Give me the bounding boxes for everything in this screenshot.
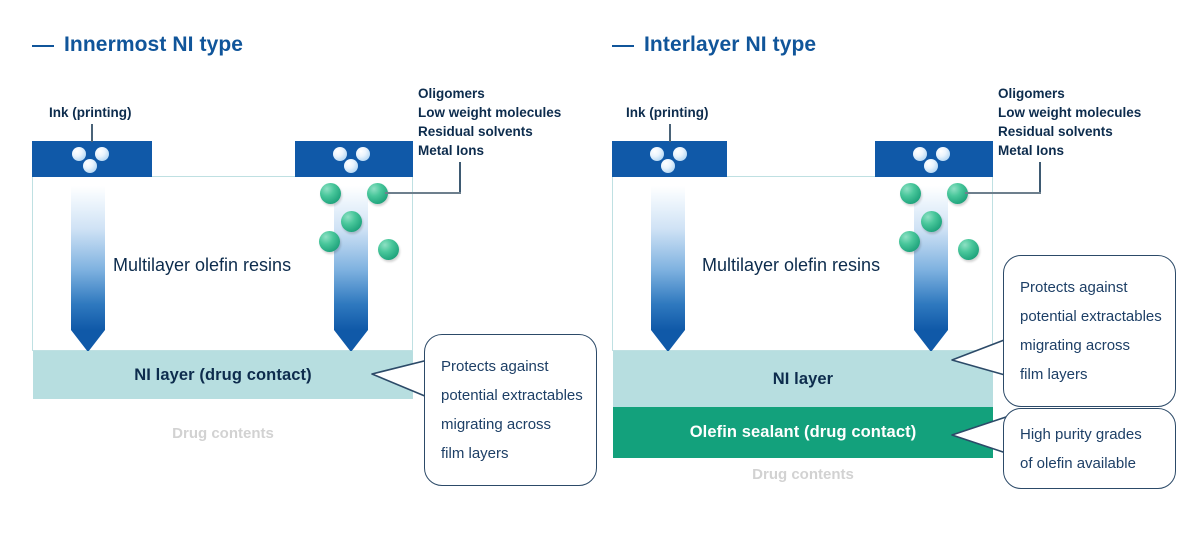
drug-contents-label-innermost: Drug contents [172,425,274,442]
ink-particle-icon [72,147,86,161]
migration-arrow-left-innermost [71,186,105,352]
callout-line: Protects against [441,358,549,375]
migrant-line: Residual solvents [418,124,533,139]
migrant-line: Residual solvents [998,124,1113,139]
callout-line: migrating across [1020,337,1131,354]
title-dash-icon [32,45,54,47]
ink-particle-icon [673,147,687,161]
migrant-line: Oligomers [998,86,1065,101]
migrant-leader-vertical [1039,162,1041,194]
ink-block-right-innermost [295,141,413,177]
callout-tail-protects-interlayer [946,335,1018,379]
migrant-line: Metal Ions [998,143,1065,158]
layer-label: NI layer (drug contact) [134,365,312,384]
layer-ni-interlayer: NI layer [613,351,993,407]
extractable-particle-icon [958,239,979,260]
extractable-particle-icon [900,183,921,204]
ink-particle-icon [650,147,664,161]
callout-protects-extractables-innermost: Protects against potential extractables … [424,334,597,486]
migration-arrow-right-innermost [334,186,368,352]
migrant-leader-horizontal [965,192,1041,194]
panel-title-text: Innermost NI type [64,33,244,56]
title-dash-icon [612,45,634,47]
ink-particle-icon [661,159,675,173]
migration-arrow-right-interlayer [914,186,948,352]
layer-olefin-sealant-interlayer: Olefin sealant (drug contact) [613,407,993,458]
ink-label-innermost: Ink (printing) [49,105,132,120]
layer-label: Olefin sealant (drug contact) [689,423,917,441]
drug-contents-label-interlayer: Drug contents [752,466,854,483]
extractable-particle-icon [899,231,920,252]
layer-ni-innermost: NI layer (drug contact) [33,351,413,399]
callout-line: potential extractables [441,387,583,404]
ink-block-left-innermost [32,141,152,177]
extractable-particle-icon [319,231,340,252]
migrant-leader-vertical [459,162,461,194]
ink-particle-icon [344,159,358,173]
ink-particle-icon [913,147,927,161]
ink-particle-icon [936,147,950,161]
ink-particle-icon [333,147,347,161]
callout-line: film layers [1020,366,1088,383]
callout-line: potential extractables [1020,308,1162,325]
extractable-particle-icon [947,183,968,204]
extractable-particle-icon [921,211,942,232]
extractable-particle-icon [320,183,341,204]
ink-label-interlayer: Ink (printing) [626,105,709,120]
migrant-species-label-interlayer: Oligomers Low weight molecules Residual … [998,84,1141,160]
extractable-particle-icon [378,239,399,260]
ink-particle-icon [924,159,938,173]
ink-block-left-interlayer [612,141,727,177]
ink-leader-line [91,124,93,142]
layer-label: NI layer [772,369,834,388]
callout-line: of olefin available [1020,454,1136,472]
ink-particle-icon [83,159,97,173]
panel-title-innermost: Innermost NI type [32,33,243,57]
ink-leader-line [669,124,671,142]
migrant-line: Oligomers [418,86,485,101]
ink-particle-icon [95,147,109,161]
migrant-leader-horizontal [385,192,461,194]
callout-line: migrating across [441,416,552,433]
migrant-line: Metal Ions [418,143,485,158]
callout-line: Protects against [1020,279,1128,296]
ink-particle-icon [356,147,370,161]
callout-protects-extractables-interlayer: Protects against potential extractables … [1003,255,1176,407]
migration-arrow-left-interlayer [651,186,685,352]
callout-high-purity-interlayer: High purity grades of olefin available [1003,408,1176,489]
film-label-interlayer: Multilayer olefin resins [702,255,881,275]
extractable-particle-icon [367,183,388,204]
panel-title-interlayer: Interlayer NI type [612,33,816,57]
callout-tail-innermost [366,357,438,401]
ink-block-right-interlayer [875,141,993,177]
callout-line: High purity grades [1020,425,1142,443]
film-label-innermost: Multilayer olefin resins [113,255,292,275]
callout-tail-high-purity-interlayer [946,413,1018,457]
panel-title-text: Interlayer NI type [644,33,817,56]
migrant-species-label-innermost: Oligomers Low weight molecules Residual … [418,84,561,160]
migrant-line: Low weight molecules [998,105,1142,120]
callout-line: film layers [441,445,509,462]
migrant-line: Low weight molecules [418,105,562,120]
extractable-particle-icon [341,211,362,232]
